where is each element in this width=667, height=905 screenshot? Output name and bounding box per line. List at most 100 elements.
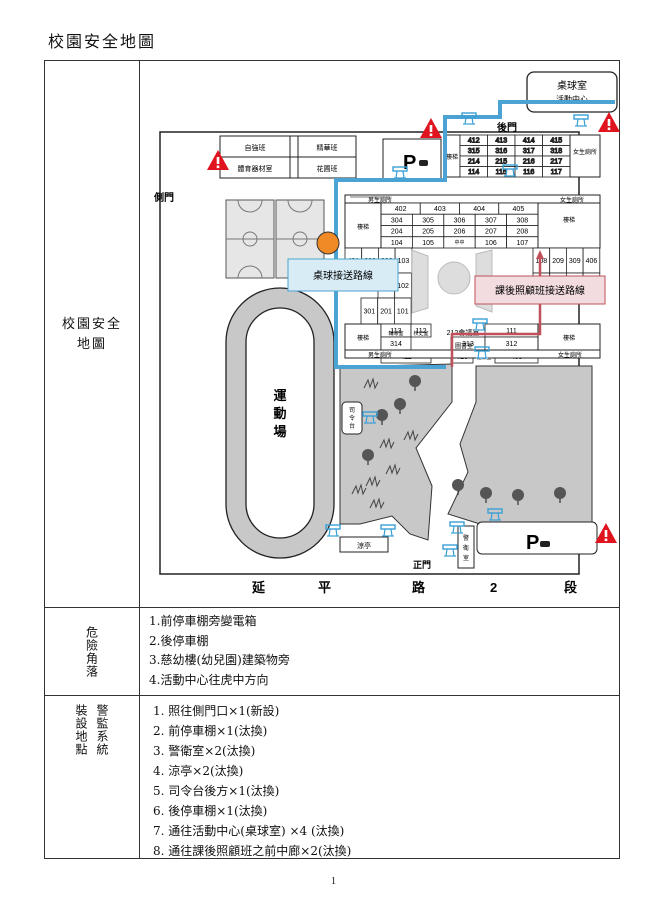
road-label: 段 xyxy=(564,580,577,595)
room-number: 115 xyxy=(496,169,507,176)
playground-label: 運 xyxy=(273,388,286,403)
room-number: 216 xyxy=(523,159,535,166)
room-number: 415 xyxy=(550,138,562,145)
ball-route-line xyxy=(334,100,615,369)
room-label: 體育器材室 xyxy=(238,164,273,173)
road-label: 平 xyxy=(318,580,331,595)
room-number: 317 xyxy=(523,148,535,155)
list-item: 4.活動中心往虎中方向 xyxy=(149,672,269,687)
stairs-label: 樓梯 xyxy=(357,223,369,231)
camera-icon xyxy=(442,544,458,557)
room-number: 214 xyxy=(468,159,480,166)
room-number: 312 xyxy=(506,341,518,348)
list-item: 2. 前停車棚×1(汰換) xyxy=(153,724,268,738)
podium-label: 台 xyxy=(349,422,355,430)
room-number: 104 xyxy=(391,240,403,247)
new-camera-marker xyxy=(316,231,340,255)
danger-icon xyxy=(420,118,442,138)
danger-icon xyxy=(598,112,620,132)
room-number: 404 xyxy=(473,206,485,213)
column-divider xyxy=(139,61,140,858)
side-gate-label: 側門 xyxy=(153,191,174,204)
page-title: 校園安全地圖 xyxy=(48,32,157,51)
room-number: 308 xyxy=(516,217,528,224)
pingpong-room-label: 桌球室 xyxy=(557,79,587,92)
podium xyxy=(341,401,363,435)
basketball-courts xyxy=(225,199,325,279)
afterschool-route-box xyxy=(474,275,606,305)
room-label: 自強班 xyxy=(245,143,266,152)
danger-corner-label: 危險角落 xyxy=(84,626,99,678)
pavilion-label: 涼亭 xyxy=(357,541,371,550)
room-label: 精華班 xyxy=(317,143,338,152)
road-label: 路 xyxy=(412,580,426,595)
room-number: 117 xyxy=(551,169,562,176)
room-number: 206 xyxy=(454,229,466,236)
room-number: 208 xyxy=(516,229,528,236)
activity-center-label: 活動中心 xyxy=(556,94,588,104)
map-label: 校園安全地圖 xyxy=(61,316,122,352)
room-number: 204 xyxy=(391,229,403,236)
camera-location-list: 1. 照往側門口×1(新設) 2. 前停車棚×1(汰換) 3. 警衛室×2(汰換… xyxy=(153,701,351,861)
room-number: 412 xyxy=(468,138,480,145)
back-parking xyxy=(382,138,442,182)
road-label: 2 xyxy=(490,580,497,595)
room-number: 414 xyxy=(523,138,535,145)
room-number: 108 xyxy=(536,258,548,265)
room-number: 405 xyxy=(513,206,525,213)
parking-icon: P xyxy=(526,532,539,554)
room-number: 116 xyxy=(523,169,534,176)
stairs-label: 樓梯 xyxy=(563,334,575,342)
mens-toilet-label: 男生廁所 xyxy=(368,196,392,204)
room xyxy=(410,323,432,338)
ball-route-box xyxy=(287,258,399,292)
guard-room xyxy=(457,525,475,569)
room-number: 101 xyxy=(397,308,409,315)
pavilion xyxy=(339,536,389,553)
list-item: 1.前停車棚旁變電箱 xyxy=(149,614,257,628)
podium-label: 司 xyxy=(349,407,355,414)
list-item: 5. 司令台後方×1(汰換) xyxy=(153,784,280,798)
room-number: 114 xyxy=(468,169,479,176)
row-divider xyxy=(45,695,619,696)
room-number: 102 xyxy=(397,283,409,290)
road-label: 延 xyxy=(251,580,266,595)
room-number: 205 xyxy=(422,229,434,236)
ball-route-label: 桌球接送路線 xyxy=(313,269,373,282)
room-label: 花圃班 xyxy=(317,164,338,173)
room-number: 309 xyxy=(569,258,581,265)
guard-room-label: 室 xyxy=(463,554,469,562)
room-number: 209 xyxy=(552,258,564,265)
list-item: 7. 通往活動中心(桌球室) ×4 (汰換) xyxy=(153,824,345,838)
room-number: 315 xyxy=(468,148,480,155)
front-parking xyxy=(476,521,598,555)
afterschool-route-label: 課後照顧班接送路線 xyxy=(495,284,585,297)
room-name: 輔導室 xyxy=(388,330,403,337)
camera-label-col: 裝設地點 xyxy=(74,704,88,756)
danger-corner-list: 1.前停車棚旁變電箱 2.後停車棚 3.慈幼樓(幼兒園)建築物旁 4.活動中心往… xyxy=(149,612,290,690)
room-number: 113 xyxy=(390,328,401,335)
camera-label-col: 警監系統 xyxy=(95,704,109,756)
safety-table: 校園安全地圖 危險角落 警監系統 裝設地點 1.前停車棚旁變電箱 2.後停車棚 … xyxy=(44,60,620,859)
list-item: 8. 通往課後照顧班之前中廊×2(汰換) xyxy=(153,844,352,858)
room-number: 207 xyxy=(485,229,497,236)
room-number: 305 xyxy=(422,217,434,224)
list-item: 3.慈幼樓(幼兒園)建築物旁 xyxy=(149,653,290,667)
list-item: 2.後停車棚 xyxy=(149,633,209,648)
playground-label: 場 xyxy=(273,424,286,439)
womens-toilet-label: 女生廁所 xyxy=(558,351,582,359)
guard-room-label: 警 xyxy=(463,534,469,542)
list-item: 1. 照往側門口×1(新設) xyxy=(153,704,280,718)
room-number: 201 xyxy=(380,308,392,315)
room-number: 中中 xyxy=(454,239,464,246)
list-item: 4. 涼亭×2(汰換) xyxy=(153,764,244,778)
room-number: 105 xyxy=(422,240,434,247)
room-number: 313 xyxy=(462,341,474,348)
list-item: 6. 後停車棚×1(汰換) xyxy=(153,804,268,818)
room-number: 112 xyxy=(415,328,426,335)
mens-toilet-label: 男生廁所 xyxy=(368,351,392,359)
camera-icon xyxy=(573,114,589,127)
room-number: 217 xyxy=(550,159,562,166)
